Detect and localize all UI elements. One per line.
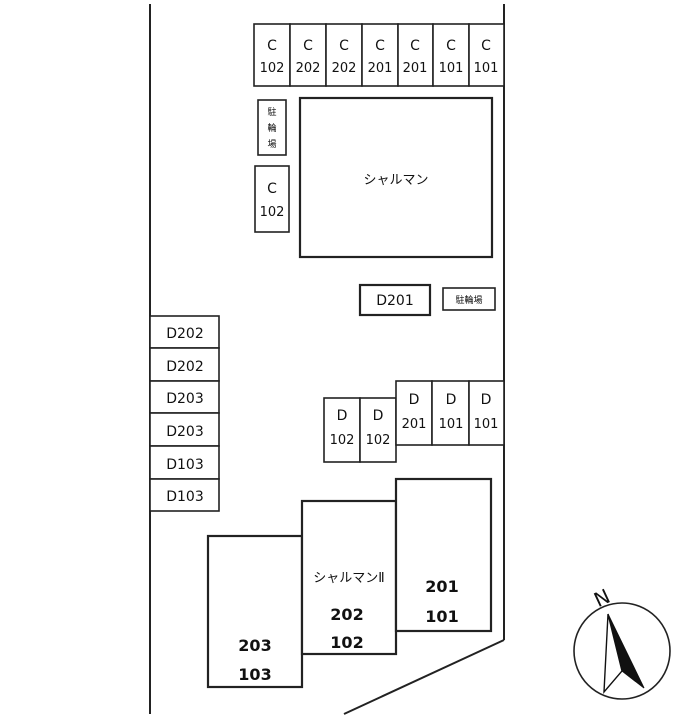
bicycle-parking-char: 場 (267, 138, 276, 150)
unit-number-upper: 203 (238, 636, 271, 655)
unit-number-upper: 201 (425, 577, 458, 596)
parking-label-number: 201 (368, 61, 393, 76)
parking-label: D103 (166, 489, 204, 505)
bicycle-parking-char: 駐 (267, 106, 276, 118)
parking-space[interactable]: D 101 (468, 380, 505, 446)
parking-space[interactable]: C 102 (253, 23, 291, 87)
parking-space[interactable]: D202 (149, 315, 220, 349)
unit-number-upper: 202 (330, 605, 363, 624)
unit-number-lower: 101 (425, 607, 458, 626)
parking-space-d201[interactable]: D201 (358, 283, 432, 317)
parking-mid-row: D 102 D 102 D 201 D 101 D 101 (323, 380, 505, 463)
parking-space[interactable]: D 102 (323, 397, 361, 463)
parking-left-column: D202 D202 D203 D203 D103 D103 (149, 315, 220, 512)
parking-label-letter: D (446, 392, 457, 408)
parking-label-letter: C (267, 38, 277, 54)
parking-space[interactable]: D202 (149, 347, 220, 382)
parking-label-letter: D (337, 408, 348, 424)
parking-label: D203 (166, 424, 204, 440)
building-unit[interactable]: 203 103 (206, 534, 304, 689)
parking-label-letter: D (481, 392, 492, 408)
parking-label: D103 (166, 457, 204, 473)
parking-label-number: 101 (439, 61, 464, 76)
parking-label: D201 (376, 293, 414, 309)
parking-label: D202 (166, 326, 204, 342)
parking-space[interactable]: C 202 (289, 23, 327, 87)
parking-label-number: 101 (474, 417, 499, 432)
parking-label-letter: D (409, 392, 420, 408)
parking-label-number: 102 (330, 433, 355, 448)
parking-label-number: 102 (366, 433, 391, 448)
unit-number-lower: 102 (330, 633, 363, 652)
parking-space-c102-side[interactable]: C 102 (254, 165, 290, 233)
parking-space[interactable]: D203 (149, 380, 220, 414)
building-name: シャルマンⅡ (313, 571, 384, 586)
building-unit[interactable]: 201 101 (394, 477, 493, 633)
building-unit[interactable]: シャルマンⅡ 202 102 (300, 499, 398, 656)
parking-space[interactable]: D 102 (359, 397, 397, 463)
parking-label-letter: D (373, 408, 384, 424)
parking-space[interactable]: C 202 (325, 23, 363, 87)
bicycle-parking-label: 駐輪場 (455, 294, 482, 306)
north-arrow-icon (603, 613, 645, 695)
parking-space[interactable]: C 101 (468, 23, 505, 87)
parking-space[interactable]: D 101 (431, 380, 470, 446)
parking-space[interactable]: C 201 (361, 23, 399, 87)
parking-space[interactable]: D103 (149, 445, 220, 480)
parking-space[interactable]: D 201 (395, 380, 433, 446)
parking-top-row: C 102 C 202 C 202 C 201 C 201 C 101 (253, 23, 505, 87)
parking-label: D202 (166, 359, 204, 375)
bicycle-parking-left[interactable]: 駐 輪 場 (257, 99, 287, 156)
parking-label-letter: C (339, 38, 349, 54)
parking-label: D203 (166, 391, 204, 407)
building-charman[interactable]: シャルマン (298, 96, 494, 259)
parking-label-number: 101 (439, 417, 464, 432)
compass: N (573, 584, 671, 700)
parking-space[interactable]: C 201 (397, 23, 434, 87)
parking-space[interactable]: D103 (149, 478, 220, 512)
parking-label-letter: C (410, 38, 420, 54)
unit-number-lower: 103 (238, 665, 271, 684)
bicycle-parking-char: 輪 (267, 122, 276, 134)
parking-label-number: 102 (260, 205, 285, 220)
parking-label-letter: C (446, 38, 456, 54)
parking-label-number: 101 (474, 61, 499, 76)
parking-label-letter: C (303, 38, 313, 54)
building-name: シャルマン (363, 173, 428, 188)
parking-label-number: 202 (332, 61, 357, 76)
parking-label-letter: C (481, 38, 491, 54)
building-charman-2: 203 103 シャルマンⅡ 202 102 201 101 (206, 477, 493, 689)
parking-label-letter: C (267, 181, 277, 197)
parking-label-number: 202 (296, 61, 321, 76)
bicycle-parking-right[interactable]: 駐輪場 (442, 287, 496, 311)
parking-space[interactable]: D203 (149, 412, 220, 447)
parking-label-number: 102 (260, 61, 285, 76)
parking-label-letter: C (375, 38, 385, 54)
parking-space[interactable]: C 101 (432, 23, 470, 87)
bottom-boundary-line (343, 639, 505, 715)
parking-label-number: 201 (403, 61, 428, 76)
parking-label-number: 201 (402, 417, 427, 432)
